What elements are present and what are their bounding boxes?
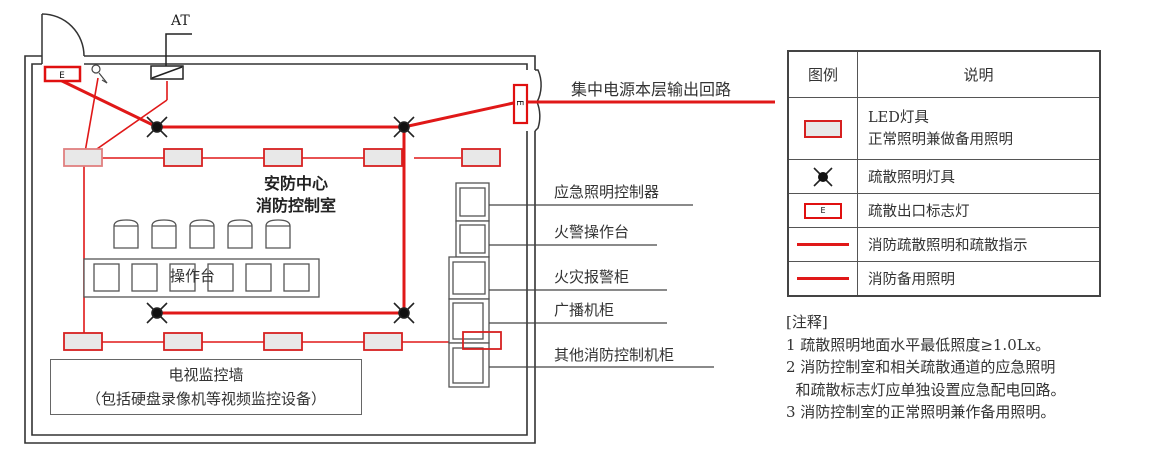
tv-wall-subtitle: （包括硬盘录像机等视频监控设备） xyxy=(85,390,326,408)
at-label: AT xyxy=(171,13,190,29)
cabinet-label: 火警操作台 xyxy=(554,223,630,241)
led-fixture xyxy=(462,331,502,350)
cabinets xyxy=(448,182,490,388)
led-fixture xyxy=(263,332,303,351)
evacuation-light-icon xyxy=(146,302,168,324)
legend-desc: 消防疏散照明和疏散指示 xyxy=(857,227,1101,262)
evacuation-lights xyxy=(146,116,415,324)
red-line-icon xyxy=(797,277,849,280)
exit-sign-letter: E xyxy=(514,100,524,106)
chair-icon xyxy=(227,219,253,249)
evacuation-light-icon xyxy=(146,116,168,138)
tv-wall-title: 电视监控墙 xyxy=(168,366,244,384)
led-fixtures xyxy=(63,148,501,351)
legend-header-symbol: 图例 xyxy=(787,50,858,98)
evacuation-light-icon xyxy=(393,302,415,324)
exit-sign-left: E xyxy=(43,65,82,83)
led-fixture xyxy=(363,148,403,167)
chair-icon xyxy=(189,219,215,249)
cabinet-label: 广播机柜 xyxy=(554,301,615,319)
legend-header-desc: 说明 xyxy=(857,50,1101,98)
door-left xyxy=(41,13,85,64)
legend-desc: 正常照明兼做备用照明 xyxy=(868,131,1013,148)
switch-icon xyxy=(91,64,108,84)
led-fixture xyxy=(63,332,103,351)
console xyxy=(83,258,320,298)
chairs xyxy=(113,219,291,249)
led-fixture-icon xyxy=(804,119,842,138)
led-fixture xyxy=(163,148,203,167)
chair-icon xyxy=(265,219,291,249)
legend-row: 消防备用照明 xyxy=(787,261,1101,297)
note-item: 2 消防控制室和相关疏散通道的应急照明 xyxy=(786,358,1056,376)
cabinet-label: 应急照明控制器 xyxy=(554,183,660,201)
evacuation-light-icon xyxy=(813,166,833,187)
cabinet-label: 火灾报警柜 xyxy=(554,268,630,286)
led-fixture xyxy=(461,148,501,167)
exit-sign-right: E xyxy=(512,83,529,125)
walls xyxy=(24,55,536,444)
notes-title: [注释] xyxy=(786,313,828,331)
legend-table: 图例 说明 LED灯具 正常照明兼做备用照明 疏散照明灯具 E 疏散出口标志灯 … xyxy=(787,50,1101,297)
legend-desc: 疏散出口标志灯 xyxy=(857,193,1101,228)
notes: [注释] 1 疏散照明地面水平最低照度≥1.0Lx。 2 消防控制室和相关疏散通… xyxy=(786,311,1066,424)
leader-lines xyxy=(489,204,714,368)
console-label: 操作台 xyxy=(170,267,216,285)
legend-desc: LED灯具 xyxy=(868,109,929,126)
chair-icon xyxy=(151,219,177,249)
chair-icon xyxy=(113,219,139,249)
evacuation-light-icon xyxy=(393,116,415,138)
power-circuit-label: 集中电源本层输出回路 xyxy=(571,80,732,99)
legend-desc: 消防备用照明 xyxy=(857,261,1101,297)
room-title-line2: 消防控制室 xyxy=(255,196,336,215)
legend-row: E 疏散出口标志灯 xyxy=(787,193,1101,228)
legend-row: LED灯具 正常照明兼做备用照明 xyxy=(787,97,1101,160)
led-fixture xyxy=(363,332,403,351)
led-fixture xyxy=(63,148,103,167)
red-line-icon xyxy=(797,243,849,246)
note-item: 和疏散标志灯应单独设置应急配电回路。 xyxy=(786,380,1066,399)
room-title-line1: 安防中心 xyxy=(263,174,328,193)
tv-monitor-wall: 电视监控墙 （包括硬盘录像机等视频监控设备） xyxy=(50,359,362,415)
led-fixture xyxy=(163,332,203,351)
at-distribution-box xyxy=(150,33,192,80)
legend-row: 消防疏散照明和疏散指示 xyxy=(787,227,1101,262)
legend-row: 疏散照明灯具 xyxy=(787,159,1101,194)
door-right xyxy=(534,69,542,132)
room-title: 安防中心 消防控制室 xyxy=(226,173,366,217)
exit-sign-letter: E xyxy=(59,71,65,81)
exit-sign-icon: E xyxy=(804,202,842,219)
led-fixture xyxy=(263,148,303,167)
legend-desc: 疏散照明灯具 xyxy=(857,159,1101,194)
cabinet-label: 其他消防控制机柜 xyxy=(554,346,675,364)
note-item: 3 消防控制室的正常照明兼作备用照明。 xyxy=(786,403,1056,421)
note-item: 1 疏散照明地面水平最低照度≥1.0Lx。 xyxy=(786,335,1051,354)
